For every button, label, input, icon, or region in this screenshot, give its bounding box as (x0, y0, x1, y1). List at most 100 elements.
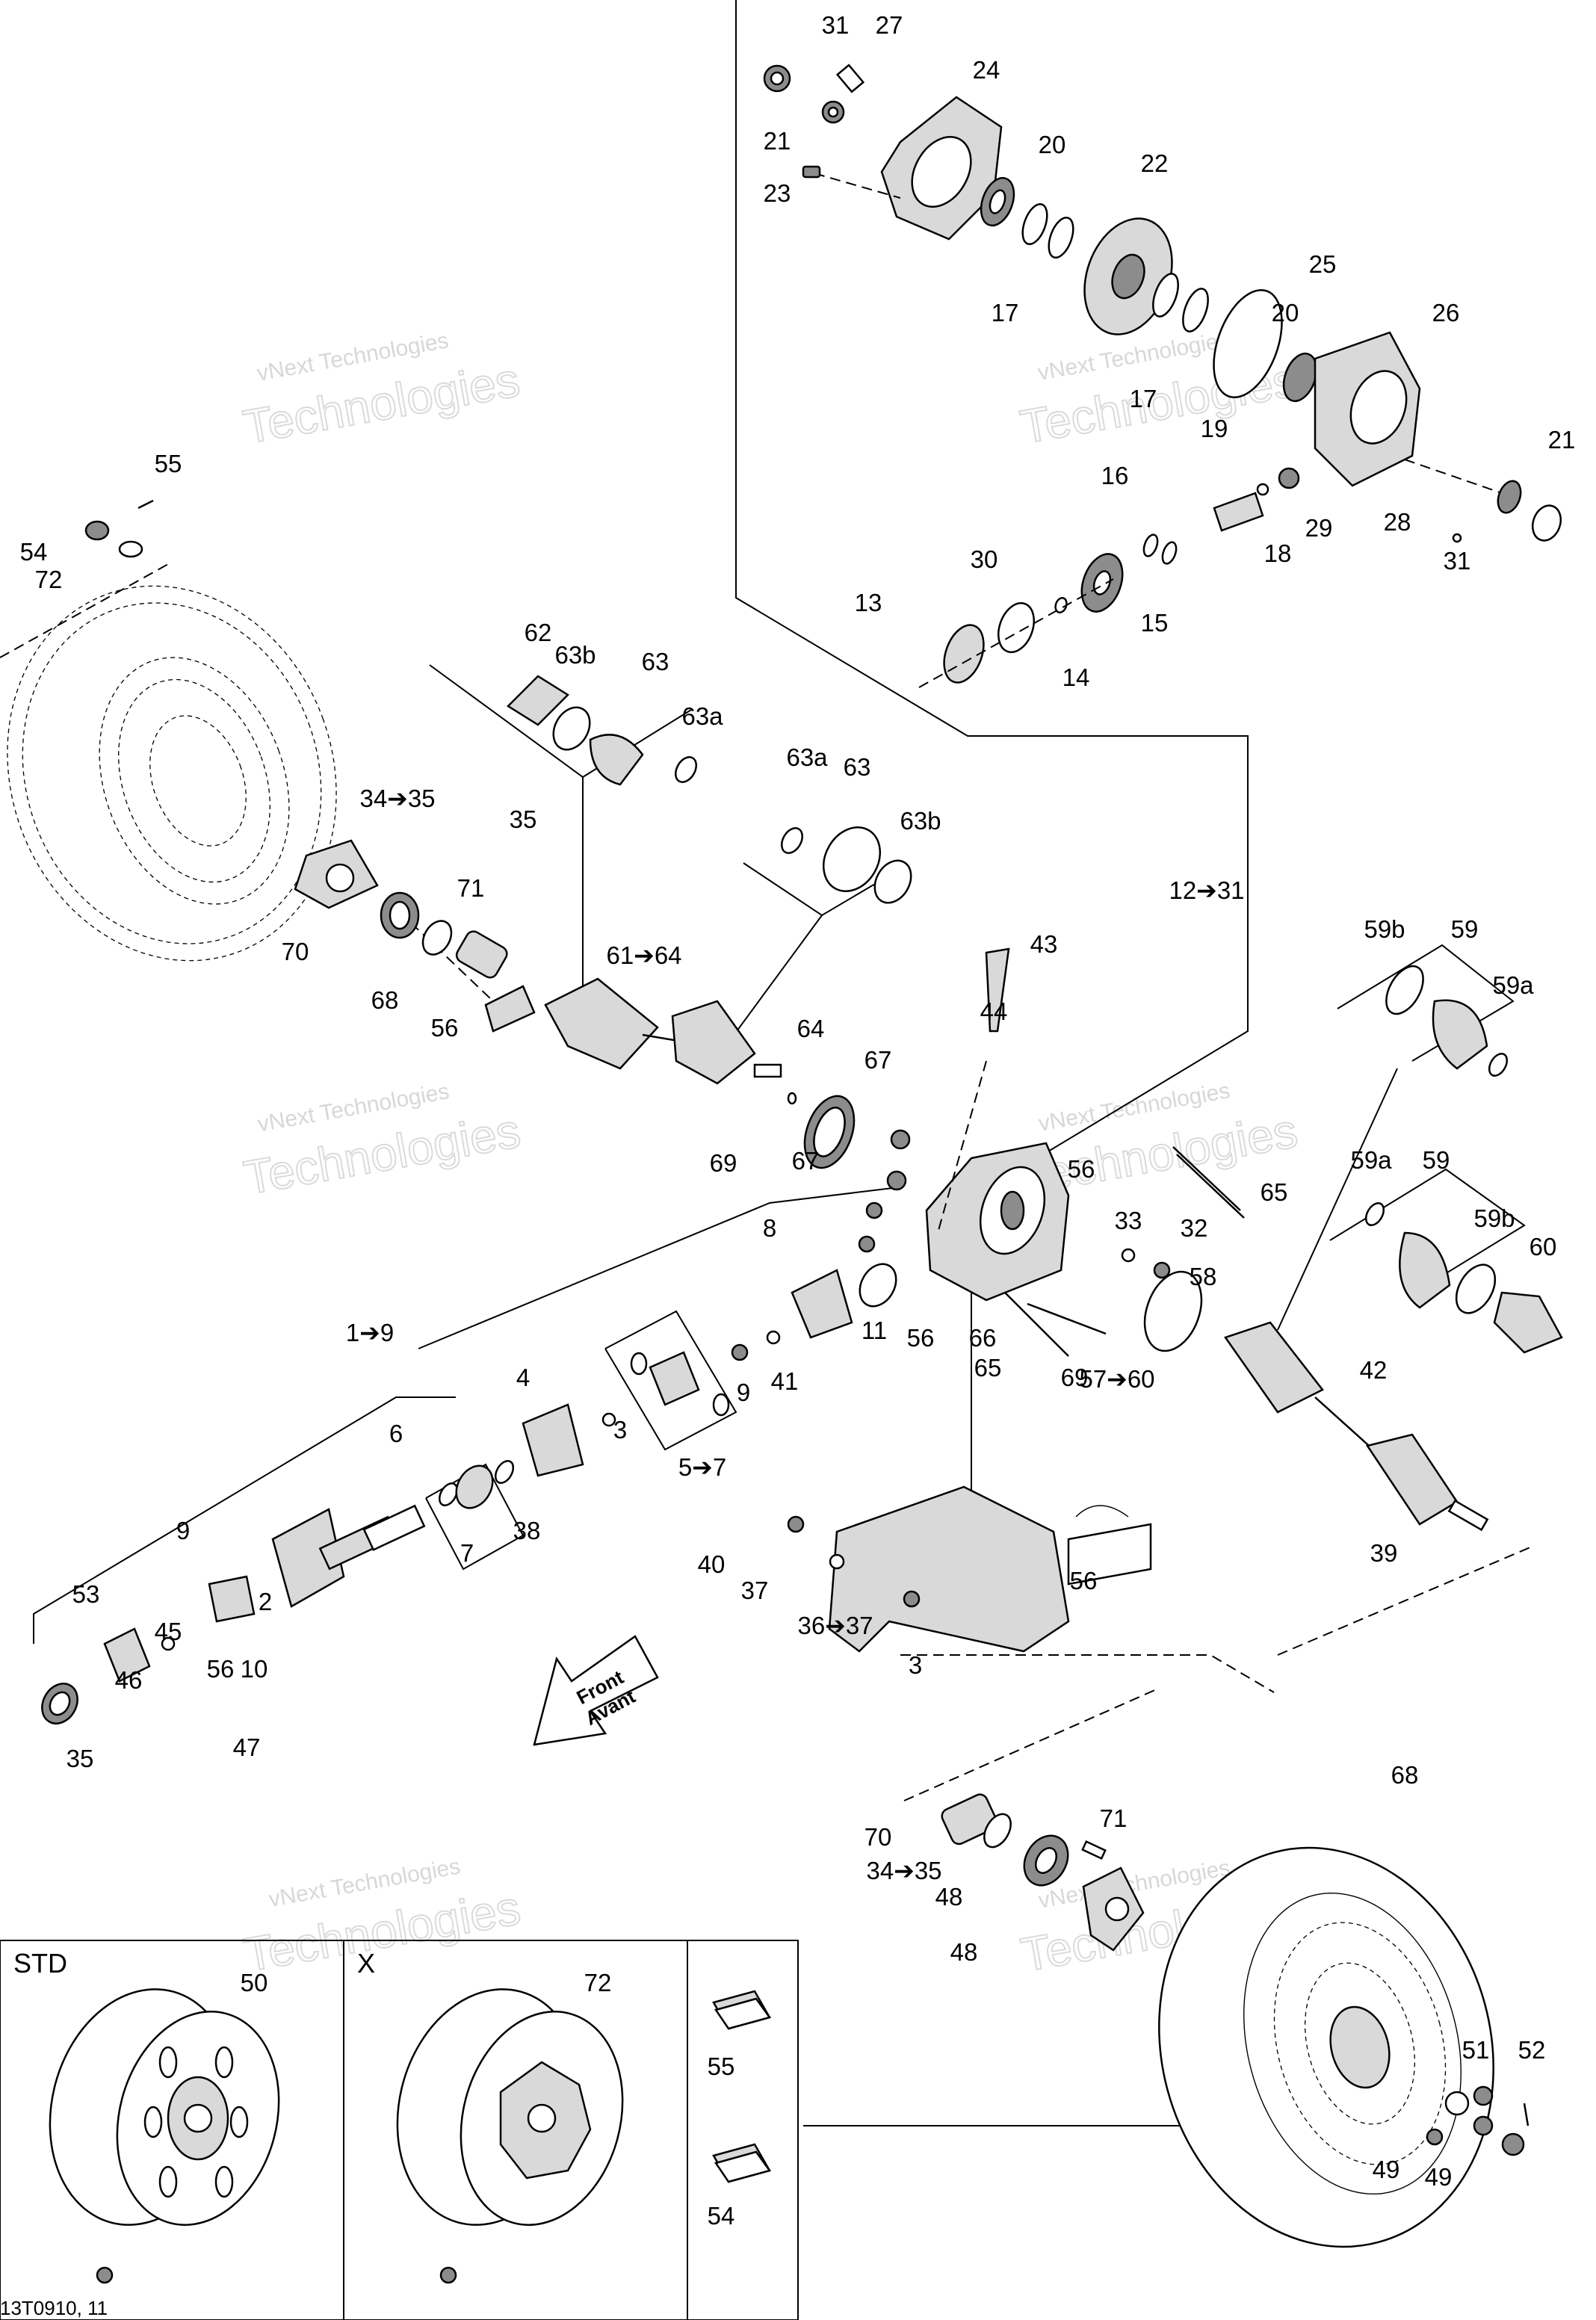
decal-50-icon (712, 1990, 772, 2030)
part-callout: 65 (974, 1354, 1002, 1382)
part-callout: 11 (862, 1317, 887, 1344)
part-callout: 3 (613, 1416, 627, 1444)
part-callout: 27 (876, 11, 903, 39)
part-callout: 39 (1370, 1539, 1398, 1567)
part-callout: 42 (1360, 1356, 1388, 1384)
right-rear-tire (1158, 1846, 1494, 2248)
part-callout: 56 (431, 1014, 459, 1042)
right-half-shaft (1224, 965, 1563, 1532)
wheel-variant-panel (0, 1940, 799, 2320)
std-rim-icon (49, 1988, 280, 2226)
part-callout: 56 (207, 1655, 235, 1683)
dashed-axis-lines (0, 563, 1532, 2126)
part-callout: 20 (1272, 299, 1299, 327)
part-callout: 17 (992, 299, 1019, 327)
part-callout: 63a (681, 702, 723, 730)
part-callout: 63b (554, 641, 596, 669)
part-callout: 9 (737, 1379, 750, 1406)
part-callout: 37 (741, 1577, 769, 1604)
part-callout: 40 (698, 1550, 726, 1578)
part-callout: 6 (389, 1420, 403, 1447)
part-callout: 8 (763, 1214, 776, 1242)
part-callout: 3 (909, 1651, 922, 1679)
part-callout: 60 (1530, 1233, 1557, 1260)
part-callout: 67 (864, 1046, 892, 1074)
part-callout: 63a (786, 743, 828, 771)
skid-plate (787, 1485, 1152, 1653)
part-callout: 49 (1425, 2163, 1453, 2191)
part-callout: 26 (1432, 299, 1460, 327)
part-callout: 54 (708, 2202, 735, 2230)
x-rim-icon (396, 1988, 624, 2226)
left-hub-parts (84, 499, 508, 979)
std-variant-label: STD (13, 1948, 67, 1979)
part-callout: 48 (935, 1883, 963, 1911)
part-callout: 56 (1068, 1155, 1095, 1183)
part-callout: 55 (708, 2053, 735, 2080)
part-callout: 41 (771, 1367, 799, 1395)
part-callout: 43 (1030, 930, 1058, 958)
part-callout: 35 (66, 1745, 94, 1772)
part-callout: 63 (844, 753, 871, 781)
part-callout: 61➔64 (606, 941, 681, 969)
part-callout: 31 (822, 11, 850, 39)
part-callout: 46 (115, 1666, 143, 1694)
part-callout: 48 (950, 1938, 978, 1966)
part-callout: 69 (710, 1149, 737, 1177)
part-callout: 70 (282, 938, 309, 965)
part-callout: 71 (457, 874, 485, 902)
part-callout: 31 (1444, 547, 1471, 575)
part-callout: 28 (1384, 508, 1411, 536)
driveshaft-group-frame (33, 1187, 894, 1644)
part-callout: 59a (1492, 971, 1534, 999)
part-callout: 23 (764, 179, 791, 207)
part-callout: 52 (1518, 2036, 1546, 2064)
part-callout: 72 (584, 1969, 612, 1996)
left-half-shaft (410, 675, 912, 1169)
part-callout: 30 (971, 545, 998, 573)
part-callout: 57➔60 (1079, 1365, 1154, 1393)
part-callout: 63b (900, 807, 941, 835)
part-callout: 65 (1261, 1178, 1288, 1206)
part-callout: 44 (980, 997, 1008, 1025)
differential-parts (763, 64, 1562, 688)
part-callout: 59b (1473, 1204, 1515, 1232)
part-callout: 63 (642, 648, 669, 675)
part-callout: 25 (1309, 250, 1337, 278)
part-callout: 67 (792, 1147, 820, 1175)
part-callout: 34➔35 (359, 785, 435, 812)
part-callout: 20 (1039, 131, 1066, 158)
part-callout: 35 (510, 805, 537, 833)
watermark-1: vNext Technologies Technologies (238, 328, 524, 454)
part-callout: 15 (1141, 609, 1169, 637)
part-callout: 71 (1100, 1804, 1128, 1832)
part-callout: 47 (233, 1733, 261, 1761)
left-rear-tire (7, 585, 337, 962)
center-gearbox (813, 947, 1245, 1357)
part-callout: 54 (20, 538, 48, 566)
watermark-3: vNext Technologies Technologies (239, 1079, 525, 1205)
part-callout: 18 (1264, 539, 1292, 567)
part-callout: 17 (1130, 385, 1157, 412)
right-hub-parts (96, 1793, 1530, 2284)
part-callout: 50 (241, 1969, 268, 1996)
figure-code: 13T0910, 11 (0, 2297, 108, 2319)
part-callout: 14 (1063, 663, 1090, 691)
x-variant-label: X (357, 1948, 375, 1979)
front-direction-arrow: Front Avant (533, 1635, 659, 1746)
part-callout: 66 (969, 1324, 997, 1352)
driveshaft (41, 1263, 897, 1724)
part-callout: 2 (259, 1588, 272, 1615)
watermark-5: vNext Technologies Technologies (239, 1854, 525, 1982)
differential-group-frame (735, 0, 1249, 1185)
part-callout: 7 (460, 1539, 474, 1567)
part-callout: 59 (1451, 915, 1479, 943)
part-callout: 19 (1201, 415, 1228, 442)
part-callout: 12➔31 (1169, 876, 1244, 904)
part-callout: 59 (1423, 1146, 1450, 1174)
part-callout: 55 (155, 450, 182, 477)
part-callout: 38 (513, 1517, 541, 1544)
part-callout: 9 (176, 1517, 190, 1544)
